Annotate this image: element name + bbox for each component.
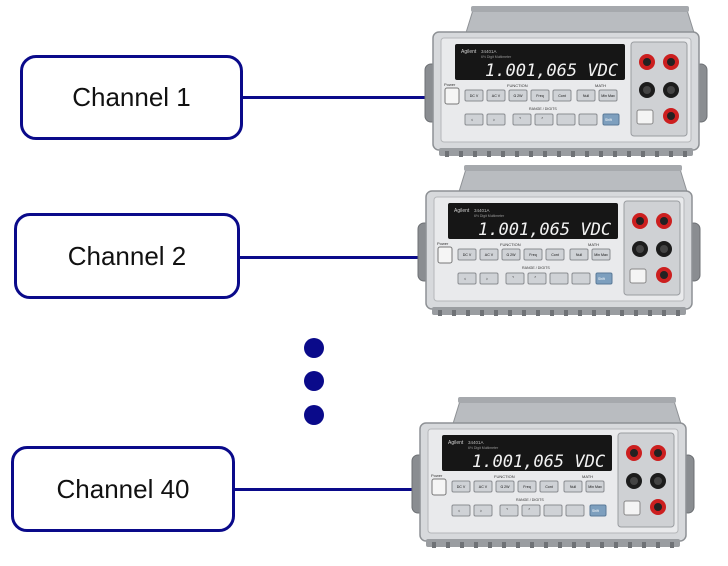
meter-power-label: Power [437, 241, 449, 246]
meter-shift-label: Shift [598, 277, 605, 281]
svg-text:‹: ‹ [458, 509, 460, 515]
meter-button-label: Ω 2W [513, 94, 523, 98]
meter-button-label: Freq [529, 253, 536, 257]
meter-button-label: Null [576, 253, 582, 257]
channel-40-box: Channel 40 [11, 446, 235, 532]
svg-text:›: › [493, 118, 495, 124]
meter-math-label: MATH [588, 242, 599, 247]
meter-button-label: DC V [457, 485, 466, 489]
channel-2-label: Channel 2 [67, 240, 187, 271]
wire-channel-1 [243, 96, 428, 99]
meter-display-readout: 1.001,065 VDC [485, 61, 619, 81]
svg-text:˅: ˅ [512, 276, 515, 283]
svg-text:˄: ˄ [534, 276, 537, 283]
meter-shift-label: Shift [605, 118, 612, 122]
meter-button-label: DC V [463, 253, 472, 257]
svg-text:˅: ˅ [519, 117, 522, 124]
meter-range-label: RANGE / DIGITS [529, 107, 557, 111]
meter-display-readout: 1.001,065 VDC [478, 220, 612, 240]
meter-function-label: FUNCTION [500, 242, 521, 247]
meter-subtitle: 6½ Digit Multimeter [468, 446, 499, 450]
meter-button-label: Min Max [588, 485, 602, 489]
svg-text:›: › [486, 277, 488, 283]
meter-button-label: Null [570, 485, 576, 489]
meter-range-label: RANGE / DIGITS [522, 266, 550, 270]
meter-button-label: Freq [523, 485, 530, 489]
meter-model: 34401A [474, 208, 490, 213]
meter-shift-label: Shift [592, 509, 599, 513]
wire-channel-40 [235, 488, 420, 491]
meter-power-label: Power [444, 82, 456, 87]
multimeter-illustration: Agilent 34401A 6½ Digit Multimeter 1.001… [424, 6, 708, 157]
multimeter-2: Agilent 34401A 6½ Digit Multimeter 1.001… [417, 165, 701, 317]
meter-brand: Agilent [448, 440, 464, 446]
channel-1-box: Channel 1 [20, 55, 243, 140]
meter-subtitle: 6½ Digit Multimeter [481, 55, 512, 59]
svg-text:‹: ‹ [464, 277, 466, 283]
meter-button-label: AC V [492, 94, 501, 98]
meter-button-label: Freq [536, 94, 543, 98]
meter-brand: Agilent [454, 208, 470, 214]
meter-button-label: Cont [545, 485, 553, 489]
meter-button-label: Cont [558, 94, 566, 98]
multimeter-1: Agilent 34401A 6½ Digit Multimeter 1.001… [424, 6, 708, 158]
meter-button-label: Null [583, 94, 589, 98]
meter-function-label: FUNCTION [507, 83, 528, 88]
meter-model: 34401A [468, 440, 484, 445]
multimeter-40: Agilent 34401A 6½ Digit Multimeter 1.001… [411, 397, 695, 549]
multimeter-illustration: Agilent 34401A 6½ Digit Multimeter 1.001… [417, 165, 701, 316]
meter-brand: Agilent [461, 49, 477, 55]
ellipsis-dot-1 [304, 338, 324, 358]
svg-text:˄: ˄ [528, 508, 531, 515]
wire-channel-2 [240, 256, 425, 259]
multimeter-illustration: Agilent 34401A 6½ Digit Multimeter 1.001… [411, 397, 695, 548]
meter-subtitle: 6½ Digit Multimeter [474, 214, 505, 218]
meter-power-label: Power [431, 473, 443, 478]
meter-button-label: Ω 2W [500, 485, 510, 489]
channel-40-label: Channel 40 [56, 473, 190, 504]
meter-model: 34401A [481, 49, 497, 54]
meter-math-label: MATH [582, 474, 593, 479]
svg-text:˅: ˅ [506, 508, 509, 515]
channel-2-box: Channel 2 [14, 213, 240, 299]
meter-button-label: AC V [479, 485, 488, 489]
meter-button-label: Min Max [594, 253, 608, 257]
meter-button-label: Ω 2W [506, 253, 516, 257]
meter-math-label: MATH [595, 83, 606, 88]
meter-button-label: Min Max [601, 94, 615, 98]
meter-function-label: FUNCTION [494, 474, 515, 479]
meter-button-label: DC V [470, 94, 479, 98]
meter-button-label: Cont [551, 253, 559, 257]
ellipsis-dot-2 [304, 371, 324, 391]
meter-button-label: AC V [485, 253, 494, 257]
svg-text:˄: ˄ [541, 117, 544, 124]
meter-range-label: RANGE / DIGITS [516, 498, 544, 502]
ellipsis-dot-3 [304, 405, 324, 425]
svg-text:‹: ‹ [471, 118, 473, 124]
meter-display-readout: 1.001,065 VDC [472, 452, 606, 472]
svg-text:›: › [480, 509, 482, 515]
channel-1-label: Channel 1 [72, 82, 191, 112]
